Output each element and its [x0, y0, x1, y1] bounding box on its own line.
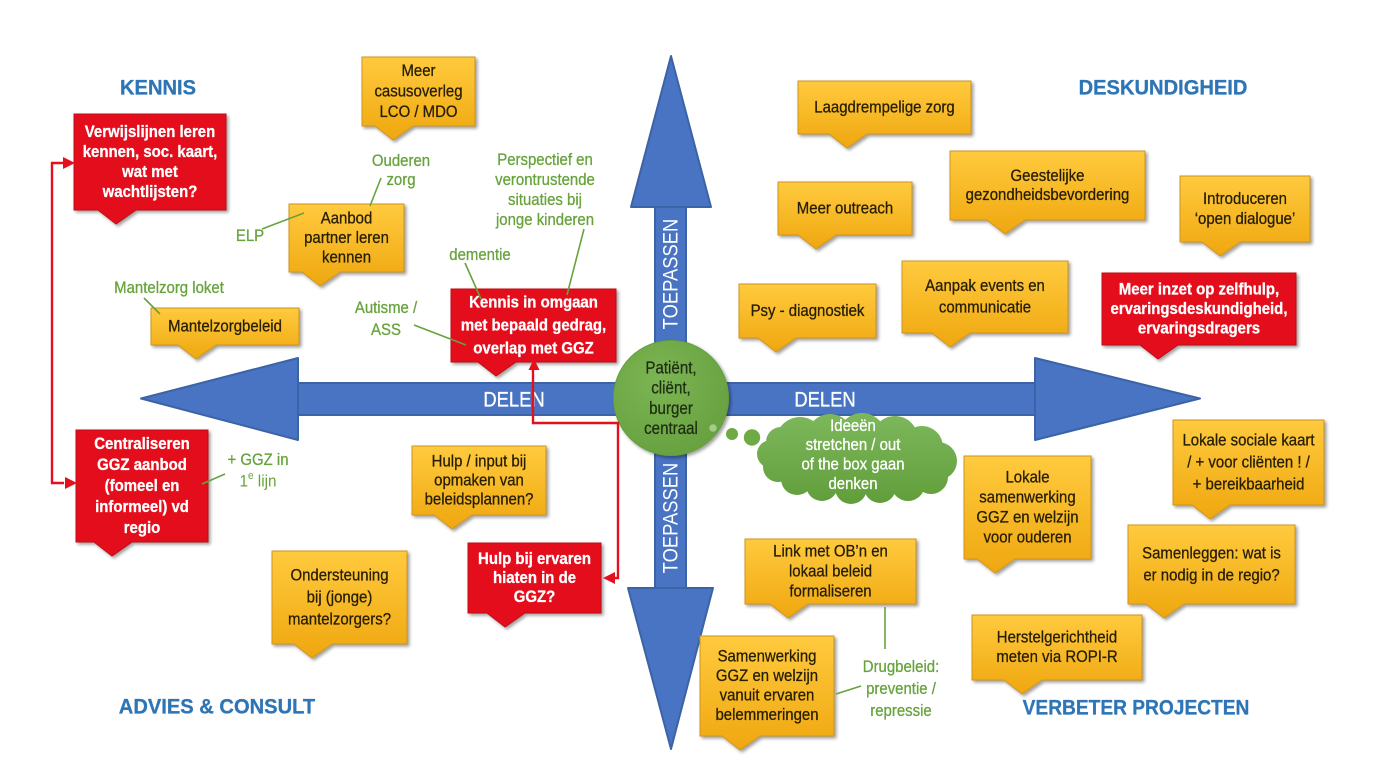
svg-text:ELP: ELP: [236, 227, 264, 245]
svg-text:bij (jonge): bij (jonge): [307, 588, 373, 606]
svg-text:‘open dialogue’: ‘open dialogue’: [1195, 210, 1296, 228]
svg-text:Meer inzet op zelfhulp,: Meer inzet op zelfhulp,: [1119, 280, 1279, 298]
svg-text:Mantelzorgbeleid: Mantelzorgbeleid: [168, 317, 282, 335]
svg-text:GGZ en welzijn: GGZ en welzijn: [716, 667, 818, 685]
svg-text:GGZ?: GGZ?: [514, 588, 556, 606]
svg-text:Hulp / input bij: Hulp / input bij: [432, 452, 527, 470]
svg-text:ervaringsdeskundigheid,: ervaringsdeskundigheid,: [1111, 300, 1288, 318]
svg-text:opmaken van: opmaken van: [434, 471, 524, 489]
svg-text:vanuit ervaren: vanuit ervaren: [720, 687, 815, 705]
svg-text:ervaringsdragers: ervaringsdragers: [1138, 319, 1260, 337]
svg-text:mantelzorgers?: mantelzorgers?: [288, 610, 391, 628]
svg-text:Aanbod: Aanbod: [321, 209, 373, 227]
svg-text:belemmeringen: belemmeringen: [715, 706, 818, 724]
svg-text:ADVIES & CONSULT: ADVIES & CONSULT: [119, 695, 316, 719]
svg-text:Lokale sociale kaart: Lokale sociale kaart: [1182, 431, 1315, 449]
svg-text:Aanpak events en: Aanpak events en: [925, 277, 1045, 295]
svg-text:repressie: repressie: [870, 702, 932, 720]
svg-text:jonge kinderen: jonge kinderen: [495, 211, 594, 229]
svg-text:of the box gaan: of the box gaan: [801, 456, 904, 474]
svg-text:centraal: centraal: [644, 419, 698, 438]
svg-text:Ouderen: Ouderen: [372, 152, 430, 170]
svg-text:Autisme /: Autisme /: [355, 299, 418, 317]
svg-text:meten via ROPI-R: meten via ROPI-R: [996, 648, 1117, 666]
svg-text:casusoverleg: casusoverleg: [374, 82, 462, 100]
svg-text:DELEN: DELEN: [794, 388, 855, 412]
svg-text:DELEN: DELEN: [483, 388, 544, 412]
svg-text:Meer outreach: Meer outreach: [797, 199, 893, 217]
svg-text:situaties bij: situaties bij: [508, 191, 582, 209]
svg-text:Mantelzorg loket: Mantelzorg loket: [114, 279, 224, 297]
svg-text:overlap met GGZ: overlap met GGZ: [473, 339, 594, 357]
svg-text:er nodig in de regio?: er nodig in de regio?: [1143, 566, 1279, 584]
svg-text:partner leren: partner leren: [304, 229, 389, 247]
svg-text:KENNIS: KENNIS: [120, 76, 196, 100]
svg-text:samenwerking: samenwerking: [979, 488, 1075, 506]
svg-text:Verwijslijnen leren: Verwijslijnen leren: [85, 123, 215, 141]
svg-text:stretchen / out: stretchen / out: [806, 436, 901, 454]
svg-text:Samenwerking: Samenwerking: [718, 648, 817, 666]
svg-text:+ GGZ in: + GGZ in: [227, 451, 288, 469]
svg-text:voor ouderen: voor ouderen: [983, 528, 1071, 546]
svg-text:cliënt,: cliënt,: [651, 379, 691, 398]
svg-text:beleidsplannen?: beleidsplannen?: [425, 490, 534, 508]
svg-text:Samenleggen: wat is: Samenleggen: wat is: [1142, 544, 1281, 562]
svg-text:+ bereikbaarheid: + bereikbaarheid: [1193, 475, 1305, 493]
svg-text:TOEPASSEN: TOEPASSEN: [659, 463, 683, 574]
svg-text:Geestelijke: Geestelijke: [1011, 167, 1085, 185]
svg-text:wachtlijsten?: wachtlijsten?: [102, 183, 198, 201]
svg-text:met bepaald gedrag,: met bepaald gedrag,: [461, 316, 606, 334]
svg-text:Herstelgerichtheid: Herstelgerichtheid: [997, 629, 1117, 647]
svg-text:formaliseren: formaliseren: [789, 582, 871, 600]
svg-text:Hulp bij ervaren: Hulp bij ervaren: [478, 550, 591, 568]
svg-text:kennen: kennen: [322, 248, 371, 266]
svg-text:Psy - diagnostiek: Psy - diagnostiek: [751, 302, 866, 320]
svg-text:Patiënt,: Patiënt,: [645, 358, 696, 377]
svg-text:Introduceren: Introduceren: [1203, 190, 1287, 208]
svg-text:denken: denken: [828, 475, 877, 493]
svg-text:zorg: zorg: [386, 171, 415, 189]
svg-text:Drugbeleid:: Drugbeleid:: [863, 658, 939, 676]
svg-text:Kennis in omgaan: Kennis in omgaan: [469, 293, 598, 311]
svg-text:communicatie: communicatie: [939, 299, 1031, 317]
svg-text:preventie /: preventie /: [866, 680, 936, 698]
svg-text:wat met: wat met: [121, 163, 178, 181]
svg-text:Link met OB’n en: Link met OB’n en: [773, 542, 888, 560]
svg-text:Ondersteuning: Ondersteuning: [290, 566, 388, 584]
svg-text:VERBETER PROJECTEN: VERBETER PROJECTEN: [1023, 696, 1250, 719]
svg-text:gezondheidsbevordering: gezondheidsbevordering: [966, 186, 1130, 204]
svg-text:Lokale: Lokale: [1005, 468, 1049, 486]
svg-text:Laagdrempelige zorg: Laagdrempelige zorg: [814, 98, 954, 116]
svg-text:dementie: dementie: [449, 246, 511, 264]
svg-text:Centraliseren: Centraliseren: [94, 435, 190, 453]
svg-text:informeel) vd: informeel) vd: [95, 498, 189, 516]
svg-text:Ideeën: Ideeën: [830, 417, 876, 435]
svg-text:GGZ aanbod: GGZ aanbod: [97, 456, 187, 474]
svg-text:lokaal beleid: lokaal beleid: [789, 562, 872, 580]
svg-text:LCO / MDO: LCO / MDO: [379, 103, 457, 121]
svg-text:/ + voor cliënten ! /: / + voor cliënten ! /: [1187, 453, 1310, 471]
svg-text:regio: regio: [124, 519, 161, 537]
svg-text:1e lijn: 1e lijn: [240, 470, 277, 490]
svg-text:DESKUNDIGHEID: DESKUNDIGHEID: [1079, 76, 1248, 100]
svg-text:verontrustende: verontrustende: [495, 171, 595, 189]
svg-text:GGZ en welzijn: GGZ en welzijn: [976, 508, 1078, 526]
svg-text:Perspectief en: Perspectief en: [497, 151, 593, 169]
svg-text:(fomeel en: (fomeel en: [105, 477, 180, 495]
svg-text:kennen, soc. kaart,: kennen, soc. kaart,: [83, 143, 218, 161]
svg-text:Meer: Meer: [401, 62, 436, 80]
svg-text:burger: burger: [649, 399, 693, 418]
svg-text:TOEPASSEN: TOEPASSEN: [659, 219, 683, 330]
svg-text:hiaten in de: hiaten in de: [493, 569, 576, 587]
svg-text:ASS: ASS: [371, 321, 401, 339]
